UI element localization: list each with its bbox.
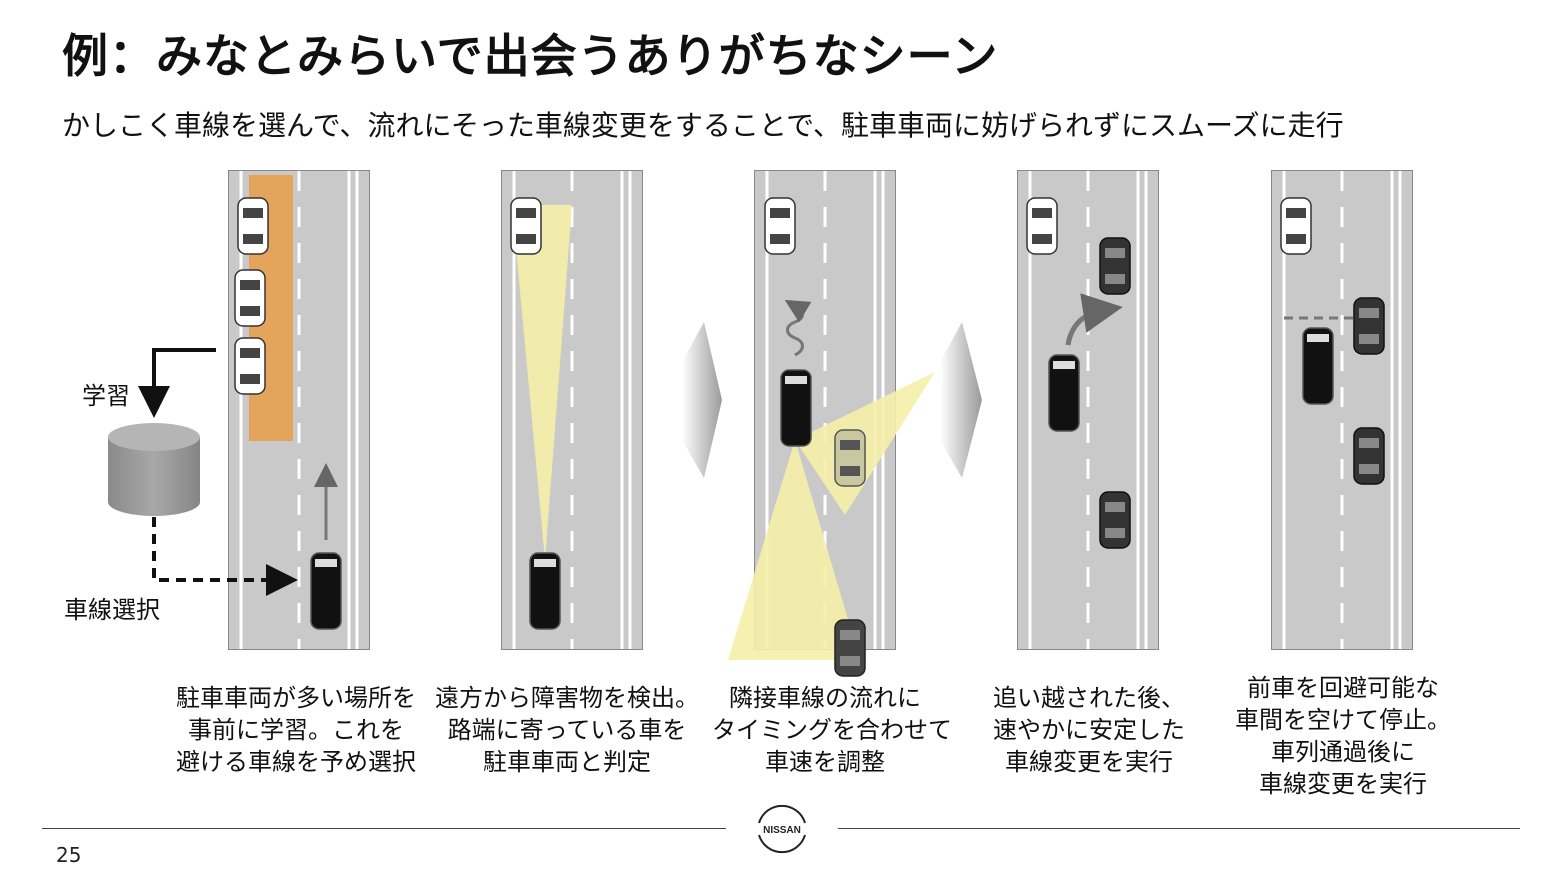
caption-scene-1: 駐車車両が多い場所を 事前に学習。これを 避ける車線を予め選択	[168, 682, 424, 778]
road-scene-3	[754, 170, 896, 650]
page-subtitle: かしこく車線を選んで、流れにそった車線変更をすることで、駐車車両に妨げられずにス…	[62, 109, 1344, 142]
chevron-right-icon	[940, 322, 982, 478]
caption-line: 車速を調整	[765, 748, 885, 776]
learn-arrow	[138, 348, 216, 418]
road-scene-5	[1271, 170, 1413, 650]
page-number: 25	[56, 843, 82, 867]
road-scene-1	[228, 170, 370, 650]
caption-line: 車間を空けて停止。	[1235, 706, 1451, 734]
caption-line: 速やかに安定した	[993, 716, 1185, 744]
caption-line: 駐車車両が多い場所を	[176, 684, 416, 712]
caption-scene-4: 追い越された後、 速やかに安定した 車線変更を実行	[984, 682, 1194, 778]
road-scene-4	[1017, 170, 1159, 650]
caption-line: 駐車車両と判定	[483, 748, 651, 776]
caption-scene-2: 遠方から障害物を検出。 路端に寄っている車を 駐車車両と判定	[434, 682, 700, 778]
caption-line: 前車を回避可能な	[1247, 674, 1439, 702]
learn-label: 学習	[82, 382, 130, 410]
caption-line: 車線変更を実行	[1259, 770, 1427, 798]
learned-parking-zone	[249, 175, 293, 441]
nissan-logo: NISSAN	[747, 803, 817, 855]
lane-select-label: 車線選択	[64, 596, 160, 624]
footer-divider-right	[838, 828, 1520, 829]
database-icon	[108, 423, 200, 516]
caption-scene-3: 隣接車線の流れに タイミングを合わせて 車速を調整	[712, 682, 952, 778]
chevron-right-icon	[682, 322, 722, 478]
caption-line: 遠方から障害物を検出。	[435, 684, 699, 712]
caption-scene-5: 前車を回避可能な 車間を空けて停止。 車列通過後に 車線変更を実行	[1228, 672, 1458, 800]
footer-divider-left	[42, 828, 726, 829]
caption-line: 車列通過後に	[1271, 738, 1415, 766]
caption-line: 路端に寄っている車を	[447, 716, 687, 744]
caption-line: 隣接車線の流れに	[729, 684, 921, 712]
caption-line: タイミングを合わせて	[712, 716, 952, 744]
caption-line: 追い越された後、	[993, 684, 1185, 712]
page-title: 例：みなとみらいで出会うありがちなシーン	[62, 29, 999, 83]
caption-line: 事前に学習。これを	[188, 716, 404, 744]
caption-line: 車線変更を実行	[1005, 748, 1173, 776]
logo-text: NISSAN	[763, 825, 801, 836]
road-scene-2	[501, 170, 643, 650]
caption-line: 避ける車線を予め選択	[176, 748, 416, 776]
